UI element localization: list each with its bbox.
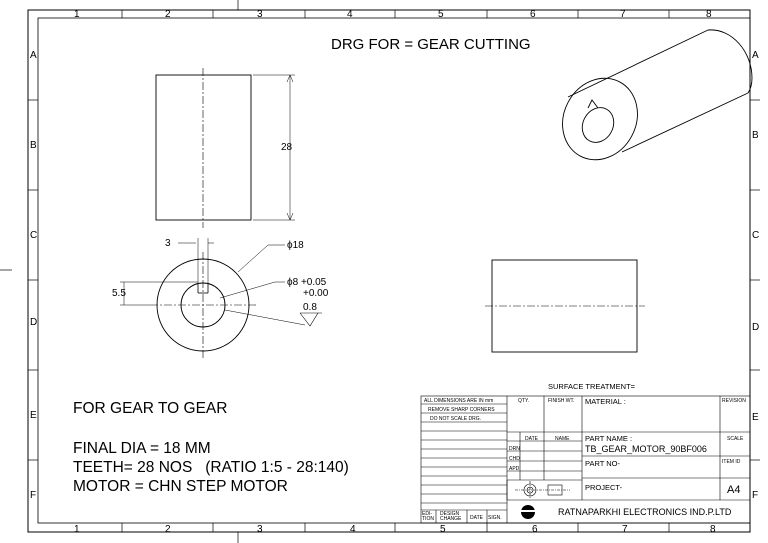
col-marker: 8 (710, 524, 716, 535)
col-marker: 6 (530, 9, 536, 20)
row-marker: C (30, 230, 37, 241)
col-marker: 2 (165, 9, 171, 20)
bore-tolerance: +0.00 (303, 288, 329, 299)
row-marker: B (752, 130, 759, 141)
qty-label: QTY. (518, 398, 530, 404)
side-view (485, 259, 645, 353)
edition-label: EDI- TION (422, 511, 434, 522)
keyway-dimension: 3 (165, 238, 171, 249)
sheet-size: A4 (727, 484, 741, 496)
row-marker: F (752, 490, 758, 501)
drn-label: DRN (509, 446, 520, 452)
remove-sharp-note: REMOVE SHARP CORNERS (428, 407, 495, 413)
company-logo (520, 505, 536, 519)
length-dimension: 28 (281, 142, 293, 153)
row-marker: E (752, 412, 759, 423)
part-name-label: PART NAME : (585, 434, 633, 443)
col-marker: 7 (622, 524, 628, 535)
date-label-footer: DATE (470, 515, 483, 521)
outer-dia-dimension: ϕ18 (287, 240, 304, 251)
revision-label: REVISION (722, 398, 746, 404)
part-no-label: PART NO- (585, 459, 621, 468)
surface-finish-value: 0.8 (303, 302, 317, 313)
row-marker: D (752, 322, 759, 333)
do-not-scale-note: DO NOT SCALE DRG. (430, 416, 482, 422)
bore-dia-dimension: ϕ8 +0.05 (287, 277, 327, 288)
col-marker: 1 (74, 9, 80, 20)
name-label: NAME (555, 436, 570, 442)
sign-label: SIGN. (488, 515, 502, 521)
col-marker: 3 (257, 9, 263, 20)
end-view (120, 238, 322, 358)
col-marker: 2 (165, 524, 171, 535)
col-marker: 3 (257, 524, 263, 535)
row-marker: E (30, 410, 37, 421)
scale-label: SCALE (727, 436, 744, 442)
col-marker: 5 (438, 9, 444, 20)
company-name: RATNAPARKHI ELECTRONICS IND.P.LTD (558, 507, 732, 517)
isometric-view (562, 29, 753, 161)
row-marker: A (30, 50, 37, 61)
row-marker: B (30, 140, 37, 151)
col-marker: 7 (620, 9, 626, 20)
design-change-label: DESIGN CHANGE (440, 511, 462, 522)
apd-label: APD (509, 466, 520, 472)
row-marker: A (752, 50, 759, 61)
col-marker: 5 (440, 524, 446, 535)
finish-wt-label: FINISH WT. (548, 398, 575, 404)
all-dims-note: ALL DIMENSIONS ARE IN mm (424, 398, 494, 404)
title-block-grid (420, 395, 751, 524)
col-marker: 6 (532, 524, 538, 535)
row-marker: C (752, 230, 759, 241)
key-depth-dimension: 5.5 (112, 288, 126, 299)
col-marker: 4 (350, 524, 356, 535)
project-label: PROJECT- (585, 483, 623, 492)
note-heading: FOR GEAR TO GEAR (73, 400, 228, 417)
date-label: DATE (525, 436, 538, 442)
zone-markers: 1 2 3 4 5 6 7 8 1 2 3 4 5 6 7 8 A B C D … (30, 9, 759, 535)
surface-treatment-label: SURFACE TREATMENT= (548, 382, 636, 391)
item-id-label: ITEM ID (722, 459, 741, 465)
note-teeth: TEETH= 28 NOS (RATIO 1:5 - 28:140) (73, 459, 349, 476)
col-marker: 8 (706, 9, 712, 20)
note-final-dia: FINAL DIA = 18 MM (73, 440, 211, 457)
col-marker: 1 (74, 524, 80, 535)
drawing-title: DRG FOR = GEAR CUTTING (331, 36, 531, 53)
front-view (155, 68, 295, 228)
chd-label: CHD (509, 456, 520, 462)
part-name-value: TB_GEAR_MOTOR_90BF006 (585, 444, 707, 454)
note-motor: MOTOR = CHN STEP MOTOR (73, 478, 288, 495)
row-marker: F (30, 490, 36, 501)
row-marker: D (30, 317, 37, 328)
col-marker: 4 (347, 9, 353, 20)
material-label: MATERIAL : (585, 397, 626, 406)
